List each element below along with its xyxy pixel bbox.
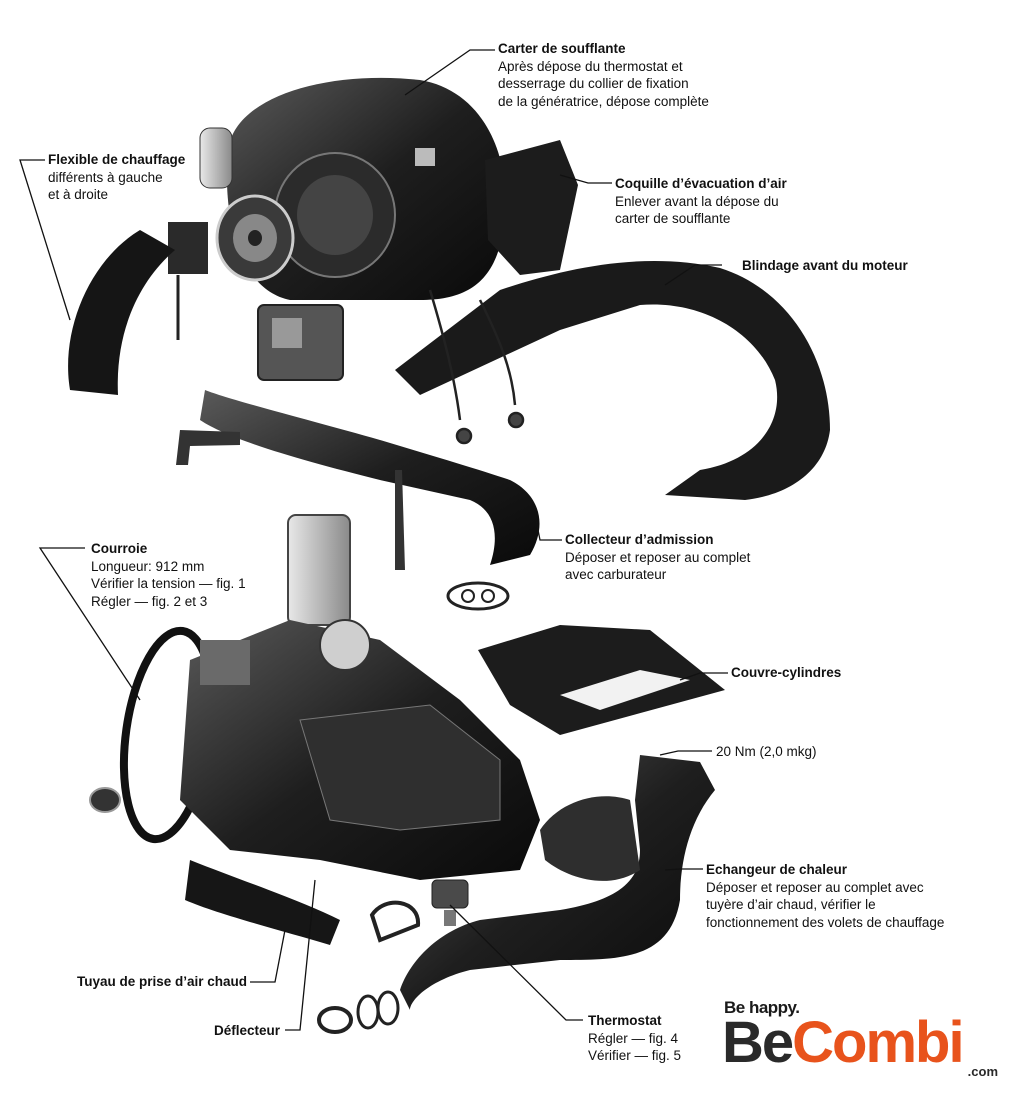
label-line: Enlever avant la dépose du bbox=[615, 193, 779, 209]
label-line: Déposer et reposer au complet bbox=[565, 549, 751, 565]
label-hot-air-intake-tube: Tuyau de prise d’air chaud bbox=[62, 973, 247, 991]
label-title: Echangeur de chaleur bbox=[706, 862, 848, 877]
label-line: desserrage du collier de fixation bbox=[498, 76, 689, 91]
label-intake-manifold: Collecteur d’admission Déposer et repose… bbox=[565, 531, 750, 584]
label-title: Couvre-cylindres bbox=[731, 665, 842, 680]
label-line: Longueur: 912 mm bbox=[91, 558, 205, 574]
label-fan-belt: Courroie Longueur: 912 mm Vérifier la te… bbox=[91, 540, 246, 610]
label-title: Déflecteur bbox=[213, 1023, 280, 1038]
label-torque: 20 Nm (2,0 mkg) bbox=[716, 743, 817, 761]
label-line: 20 Nm (2,0 mkg) bbox=[716, 744, 817, 759]
engine-block-part bbox=[180, 619, 540, 880]
fan-housing-part bbox=[226, 77, 506, 300]
front-engine-shroud-part bbox=[395, 260, 830, 500]
heater-hose-part bbox=[68, 230, 175, 395]
label-line: tuyère d’air chaud, vérifier le bbox=[706, 897, 876, 912]
label-line: Vérifier — fig. 5 bbox=[588, 1048, 682, 1063]
logo-tagline: Be happy. bbox=[724, 998, 800, 1017]
thermostat-part bbox=[431, 879, 469, 926]
label-air-exhaust-shell: Coquille d’évacuation d’air Enlever avan… bbox=[615, 175, 787, 228]
carburetor-part bbox=[257, 304, 344, 381]
label-line: avec carburateur bbox=[565, 567, 667, 582]
label-title: Coquille d’évacuation d’air bbox=[615, 176, 787, 191]
crank-pulley-part bbox=[89, 787, 121, 813]
label-heat-exchanger: Echangeur de chaleur Déposer et reposer … bbox=[706, 861, 944, 931]
label-title: Tuyau de prise d’air chaud bbox=[76, 974, 247, 989]
label-line: Régler — fig. 2 et 3 bbox=[91, 593, 208, 609]
clamp-part bbox=[369, 900, 421, 943]
logo-brand-combi: Combi bbox=[792, 1010, 964, 1075]
generator-pulley-part bbox=[215, 194, 295, 282]
label-title: Thermostat bbox=[588, 1013, 662, 1028]
intake-pipe-part bbox=[176, 430, 240, 465]
label-line: Vérifier la tension — fig. 1 bbox=[91, 576, 246, 591]
label-line: carter de soufflante bbox=[615, 211, 731, 226]
label-line: Régler — fig. 4 bbox=[588, 1030, 679, 1046]
intake-manifold-part bbox=[200, 390, 540, 565]
leader-lines bbox=[19, 49, 728, 1031]
hot-air-intake-tube-part bbox=[185, 860, 340, 945]
label-line: et à droite bbox=[48, 187, 109, 202]
label-title: Flexible de chauffage bbox=[48, 152, 186, 167]
label-heater-hose: Flexible de chauffage différents à gauch… bbox=[48, 151, 185, 204]
heat-exchanger-part bbox=[400, 755, 715, 1010]
spark-plug-leads-part bbox=[428, 289, 525, 445]
label-deflector: Déflecteur bbox=[180, 1022, 280, 1040]
logo-domain: .com bbox=[967, 1064, 998, 1079]
intake-pipe-part bbox=[395, 470, 405, 570]
gasket-part bbox=[446, 581, 510, 611]
label-cylinder-cover: Couvre-cylindres bbox=[731, 664, 841, 682]
label-title: Carter de soufflante bbox=[498, 41, 626, 56]
thermostat-rod-part bbox=[168, 127, 233, 340]
label-fan-housing: Carter de soufflante Après dépose du the… bbox=[498, 40, 709, 110]
deflector-rings-part bbox=[317, 990, 400, 1034]
label-line: de la génératrice, dépose complète bbox=[498, 93, 709, 109]
label-front-shroud: Blindage avant du moteur bbox=[742, 257, 908, 275]
label-line: différents à gauche bbox=[48, 169, 163, 185]
becombi-logo: Be happy. BeCombi .com bbox=[722, 998, 1002, 1090]
air-exhaust-shell-part bbox=[485, 140, 578, 275]
oil-cooler-part bbox=[287, 514, 351, 626]
label-title: Blindage avant du moteur bbox=[742, 258, 908, 273]
label-title: Courroie bbox=[91, 541, 148, 556]
label-title: Collecteur d’admission bbox=[565, 532, 714, 547]
logo-brand-be: Be bbox=[722, 1010, 794, 1075]
logo-brand: BeCombi bbox=[722, 1010, 965, 1076]
label-thermostat: Thermostat Régler — fig. 4 Vérifier — fi… bbox=[588, 1012, 681, 1065]
cylinder-cover-part bbox=[478, 625, 725, 735]
label-line: fonctionnement des volets de chauffage bbox=[706, 914, 945, 930]
label-line: Déposer et reposer au complet avec bbox=[706, 879, 924, 895]
label-line: Après dépose du thermostat et bbox=[498, 58, 683, 74]
